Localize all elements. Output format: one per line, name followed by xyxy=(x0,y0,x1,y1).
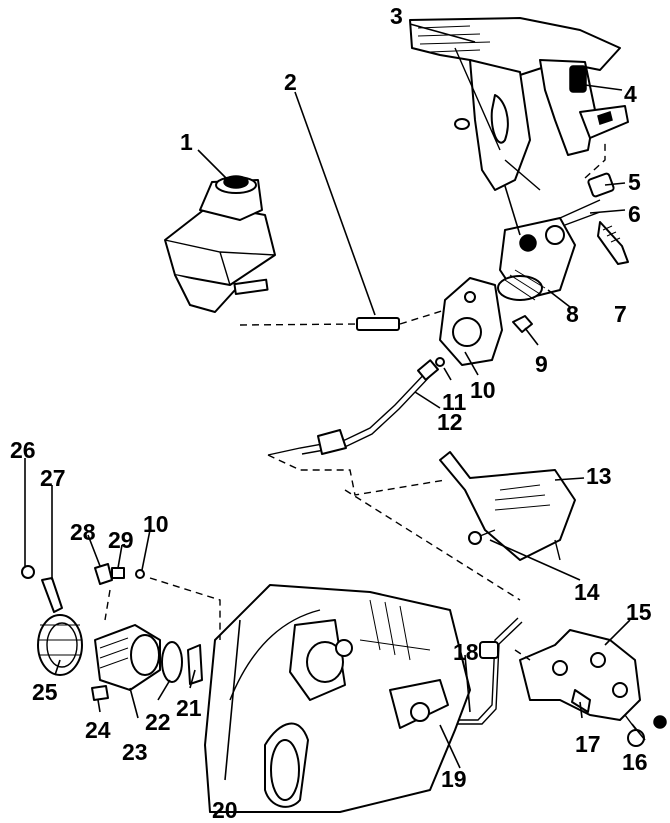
clevis-part-5 xyxy=(587,172,615,198)
callout-16: 16 xyxy=(622,749,648,775)
hose-part-2 xyxy=(356,317,400,331)
callout-9: 9 xyxy=(535,351,548,377)
callout-5: 5 xyxy=(628,169,641,195)
callout-25: 25 xyxy=(32,679,58,705)
dust-boot-part-25 xyxy=(37,614,83,676)
clutch-lever-part-15 xyxy=(519,629,645,747)
callout-22: 22 xyxy=(145,709,171,735)
callout-7: 7 xyxy=(614,301,627,327)
transmission-housing-part-20 xyxy=(204,584,471,813)
hydraulic-line-part-18 xyxy=(455,617,523,725)
callout-29: 29 xyxy=(108,527,134,553)
callout-13: 13 xyxy=(586,463,612,489)
callout-24: 24 xyxy=(85,717,111,743)
mounting-plate-part-10 xyxy=(439,277,503,366)
clip-part-29 xyxy=(111,567,125,579)
callout-14: 14 xyxy=(574,579,600,605)
washer-part-10b xyxy=(135,569,145,579)
callout-26: 26 xyxy=(10,437,36,463)
callout-11: 11 xyxy=(442,389,467,415)
slave-cylinder-part-23 xyxy=(94,624,161,691)
callout-19: 19 xyxy=(441,766,467,792)
callout-20: 20 xyxy=(212,797,238,823)
o-ring-part-22 xyxy=(161,641,183,683)
clip-part-9 xyxy=(512,315,533,333)
bleed-screw-part-27 xyxy=(41,577,63,613)
callout-labels: 1 2 3 4 5 6 7 8 9 10 11 12 13 14 15 16 1… xyxy=(10,3,652,823)
callout-3: 3 xyxy=(390,3,403,29)
callout-23: 23 xyxy=(122,739,148,765)
callout-10-lower: 10 xyxy=(143,511,169,537)
callout-28: 28 xyxy=(70,519,96,545)
callout-6: 6 xyxy=(628,201,641,227)
seal-part-21 xyxy=(187,644,203,685)
fitting-part-28 xyxy=(94,563,113,585)
callout-17: 17 xyxy=(575,731,601,757)
connection-dashes xyxy=(104,140,606,661)
pedal-bracket-assembly xyxy=(409,17,629,191)
cap-part-26 xyxy=(21,565,35,579)
callout-8: 8 xyxy=(566,301,579,327)
callout-21: 21 xyxy=(176,695,202,721)
leader-lines xyxy=(24,23,646,781)
bolt-part-17 xyxy=(571,689,591,713)
bolt-part-7 xyxy=(597,221,629,265)
bracket-part-13 xyxy=(439,451,576,561)
callout-2: 2 xyxy=(284,69,297,95)
bolt-part-24 xyxy=(91,685,109,701)
callout-1: 1 xyxy=(180,129,193,155)
pressure-pipe-part-12 xyxy=(267,357,445,456)
callout-15: 15 xyxy=(626,599,652,625)
callout-12: 12 xyxy=(437,409,463,435)
nut-part-16 xyxy=(653,715,667,729)
bolt-part-14 xyxy=(468,529,496,545)
master-cylinder-part-8 xyxy=(497,199,601,301)
callout-18: 18 xyxy=(453,639,479,665)
callout-10: 10 xyxy=(470,377,496,403)
callout-27: 27 xyxy=(40,465,66,491)
fluid-reservoir-part-1 xyxy=(164,175,276,313)
callout-4: 4 xyxy=(624,81,637,107)
